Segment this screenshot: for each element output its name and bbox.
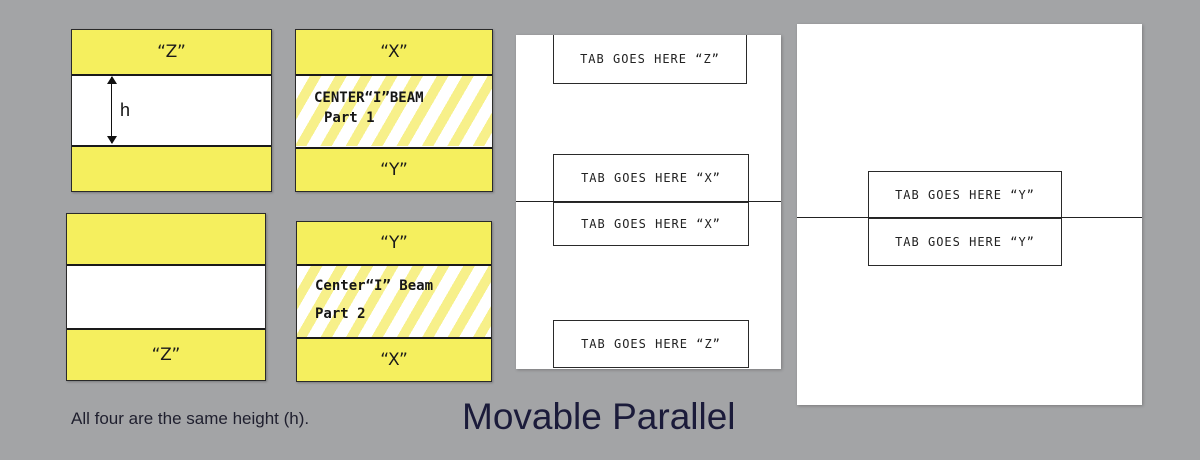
- card2-bottom-band: “Y”: [296, 147, 492, 191]
- tab-text-upper-x: TAB GOES HERE “X”: [581, 171, 721, 185]
- tab-box-lower-x: TAB GOES HERE “X”: [553, 202, 749, 246]
- height-label: h: [120, 100, 131, 120]
- card3-bottom-band: “Z”: [67, 328, 265, 380]
- card4-bottom-band: “X”: [297, 337, 491, 381]
- tab-box-lower-y: TAB GOES HERE “Y”: [868, 218, 1062, 266]
- card4-bottom-label: “X”: [380, 350, 408, 370]
- tab-text-top-z: TAB GOES HERE “Z”: [580, 52, 720, 66]
- tab-text-upper-y: TAB GOES HERE “Y”: [895, 188, 1035, 202]
- card1-top-band: “Z”: [72, 30, 271, 76]
- tab-text-lower-y: TAB GOES HERE “Y”: [895, 235, 1035, 249]
- card-x-beam-part1-y: “X” CENTER“I”BEAM Part 1 “Y”: [295, 29, 493, 192]
- height-arrow: [111, 77, 112, 143]
- card2-beam-line1: CENTER“I”BEAM: [314, 90, 424, 106]
- tab-sheet-y: TAB GOES HERE “Y” TAB GOES HERE “Y”: [797, 24, 1142, 405]
- card1-top-label: “Z”: [157, 42, 186, 62]
- card2-beam-line2: Part 1: [324, 110, 375, 126]
- card4-beam-line2: Part 2: [315, 306, 366, 322]
- caption: All four are the same height (h).: [71, 409, 310, 428]
- height-arrow-down-icon: [107, 136, 117, 144]
- card3-bottom-label: “Z”: [151, 345, 181, 365]
- tab-box-bottom-z: TAB GOES HERE “Z”: [553, 320, 749, 368]
- card1-bottom-band: [72, 145, 271, 191]
- height-arrow-up-icon: [107, 76, 117, 84]
- tab-box-top-z: TAB GOES HERE “Z”: [553, 35, 747, 84]
- card3-top-band: [67, 214, 265, 266]
- tab-sheet-x-z: TAB GOES HERE “Z” TAB GOES HERE “X” TAB …: [516, 35, 781, 369]
- card2-bottom-label: “Y”: [380, 160, 408, 180]
- card2-top-band: “X”: [296, 30, 492, 76]
- card4-top-band: “Y”: [297, 222, 491, 266]
- card4-top-label: “Y”: [380, 233, 408, 253]
- card2-hatch: [296, 76, 492, 146]
- card-y-beam-part2-x: “Y” Center“I” Beam Part 2 “X”: [296, 221, 492, 382]
- tab-box-upper-x: TAB GOES HERE “X”: [553, 154, 749, 202]
- card4-beam-line1: Center“I” Beam: [315, 278, 434, 294]
- page-title: Movable Parallel: [462, 396, 736, 437]
- tab-box-upper-y: TAB GOES HERE “Y”: [868, 171, 1062, 219]
- card-z-bottom: “Z”: [66, 213, 266, 381]
- card2-top-label: “X”: [380, 42, 408, 62]
- card4-beam-text: Center“I” Beam Part 2: [315, 276, 433, 324]
- tab-text-bottom-z: TAB GOES HERE “Z”: [581, 337, 721, 351]
- fold-line-y: [797, 217, 1142, 218]
- fold-line-x: [516, 201, 781, 202]
- card2-beam-text: CENTER“I”BEAM Part 1: [314, 88, 424, 128]
- tab-text-lower-x: TAB GOES HERE “X”: [581, 217, 721, 231]
- card-z-height: “Z” h: [71, 29, 272, 192]
- card4-hatch: [297, 266, 491, 338]
